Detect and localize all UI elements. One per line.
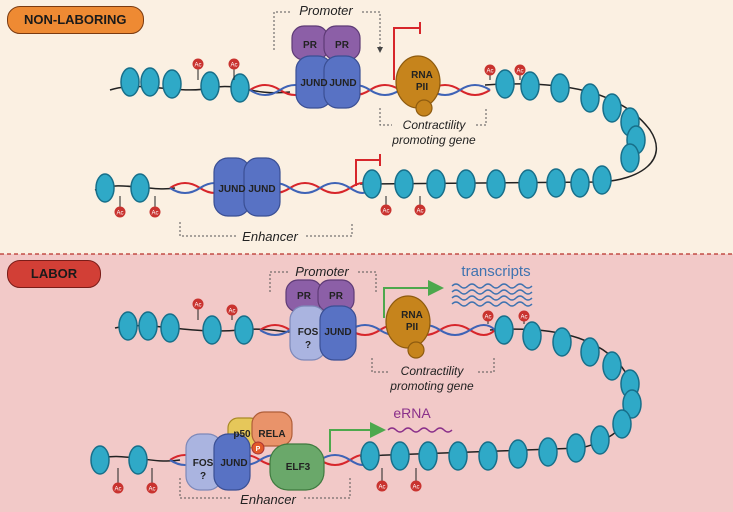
phospho-label: P (256, 446, 261, 453)
enhancer-label-top: Enhancer (242, 229, 298, 244)
bottom-nucleosomes (90, 311, 642, 475)
gene-label-bottom-2: promoting gene (389, 379, 474, 393)
svg-text:Ac: Ac (416, 209, 423, 215)
elf3-protein (269, 443, 325, 491)
fos-jund-promoter: FOS ? JUND (289, 305, 357, 361)
enhancer-complex-bottom: p50 RELA P FOS ? JUND ELF3 (185, 411, 325, 491)
rela-protein (251, 411, 293, 447)
svg-text:Ac: Ac (412, 485, 419, 491)
svg-text:Ac: Ac (194, 303, 201, 309)
jund-dimer-promoter: JUND JUND (295, 55, 361, 109)
erna-label: eRNA (393, 405, 431, 421)
top-promoter-dna (249, 84, 491, 96)
top-chromatin-curve (359, 83, 657, 185)
promoter-label-bottom: Promoter (295, 264, 349, 279)
non-laboring-label: NON-LABORING (7, 6, 144, 34)
pr-left-bottom-label: PR (297, 291, 312, 302)
acetyl-marks-top: Ac Ac Ac Ac Ac Ac Ac Ac (114, 58, 526, 218)
enh-fos-label: FOS (193, 458, 214, 469)
svg-text:Ac: Ac (194, 63, 201, 69)
enh-fos-q-label: ? (200, 471, 206, 482)
enh-jund-left-label: JUND (218, 184, 245, 195)
promoter-bracket-top (273, 11, 380, 50)
phospho-mark (251, 441, 265, 455)
enh-jund-protein (213, 433, 251, 491)
pr-left-label: PR (303, 40, 318, 51)
gene-label-top-2: promoting gene (391, 133, 476, 147)
tss-arrow-bottom (383, 280, 444, 318)
rna-polymerase-top: RNA PII (395, 55, 441, 117)
jund-right (323, 55, 361, 109)
labor-label: LABOR (7, 260, 101, 288)
svg-text:Ac: Ac (516, 69, 523, 75)
svg-text:Ac: Ac (230, 63, 237, 69)
svg-text:Ac: Ac (378, 485, 385, 491)
svg-text:Ac: Ac (382, 209, 389, 215)
enh-jund-right-label: JUND (248, 184, 275, 195)
enhancer-arrow-bottom (329, 422, 386, 452)
rna-pol-top-label-1: RNA (411, 70, 433, 81)
svg-text:Ac: Ac (151, 211, 158, 217)
pr-right-label: PR (335, 40, 350, 51)
rna-pol-bottom-label-2: PII (406, 322, 418, 333)
top-nucleosomes (95, 67, 646, 203)
svg-text:Ac: Ac (114, 487, 121, 493)
promoter-bracket-bottom (269, 271, 377, 292)
gene-bracket-bottom (371, 358, 495, 373)
jund-dimer-enhancer: JUND JUND (213, 157, 281, 217)
promoter-label-top: Promoter (299, 3, 353, 18)
rna-pol-top-label-2: PII (416, 82, 428, 93)
rna-polymerase-bottom: RNA PII (385, 295, 431, 359)
rna-pol-bottom-label-1: RNA (401, 310, 423, 321)
transcripts-label: transcripts (461, 263, 530, 280)
fos-q-label: ? (305, 340, 311, 351)
enh-jund-label: JUND (220, 458, 247, 469)
elf3-label: ELF3 (286, 462, 311, 473)
transcripts-squiggles (451, 283, 533, 307)
p50-label: p50 (233, 429, 251, 440)
pr-right-bottom-label: PR (329, 291, 344, 302)
gene-label-top-1: Contractility (403, 118, 467, 132)
jund-bottom-label: JUND (324, 327, 351, 338)
gene-label-bottom-1: Contractility (401, 364, 465, 378)
svg-text:Ac: Ac (484, 315, 491, 321)
svg-text:Ac: Ac (228, 309, 235, 315)
jund-left-label: JUND (300, 78, 327, 89)
enhancer-block-top (355, 154, 381, 186)
tss-block-top (393, 22, 421, 80)
pr-dimer-bottom: PR PR (285, 279, 355, 313)
gene-bracket-top (379, 108, 487, 126)
svg-text:Ac: Ac (486, 69, 493, 75)
acetyl-marks-bottom: Ac Ac Ac Ac Ac Ac Ac Ac (112, 298, 530, 494)
enhancer-label-bottom: Enhancer (240, 492, 296, 507)
rela-label: RELA (258, 429, 285, 440)
fos-label: FOS (298, 327, 319, 338)
enhancer-bracket-top (179, 222, 353, 237)
jund-right-label: JUND (329, 78, 356, 89)
erna-squiggle (387, 427, 453, 433)
enhancer-bracket-bottom (179, 478, 351, 499)
svg-text:Ac: Ac (520, 315, 527, 321)
svg-text:Ac: Ac (116, 211, 123, 217)
pr-dimer: PR PR (291, 25, 361, 61)
svg-text:Ac: Ac (148, 487, 155, 493)
